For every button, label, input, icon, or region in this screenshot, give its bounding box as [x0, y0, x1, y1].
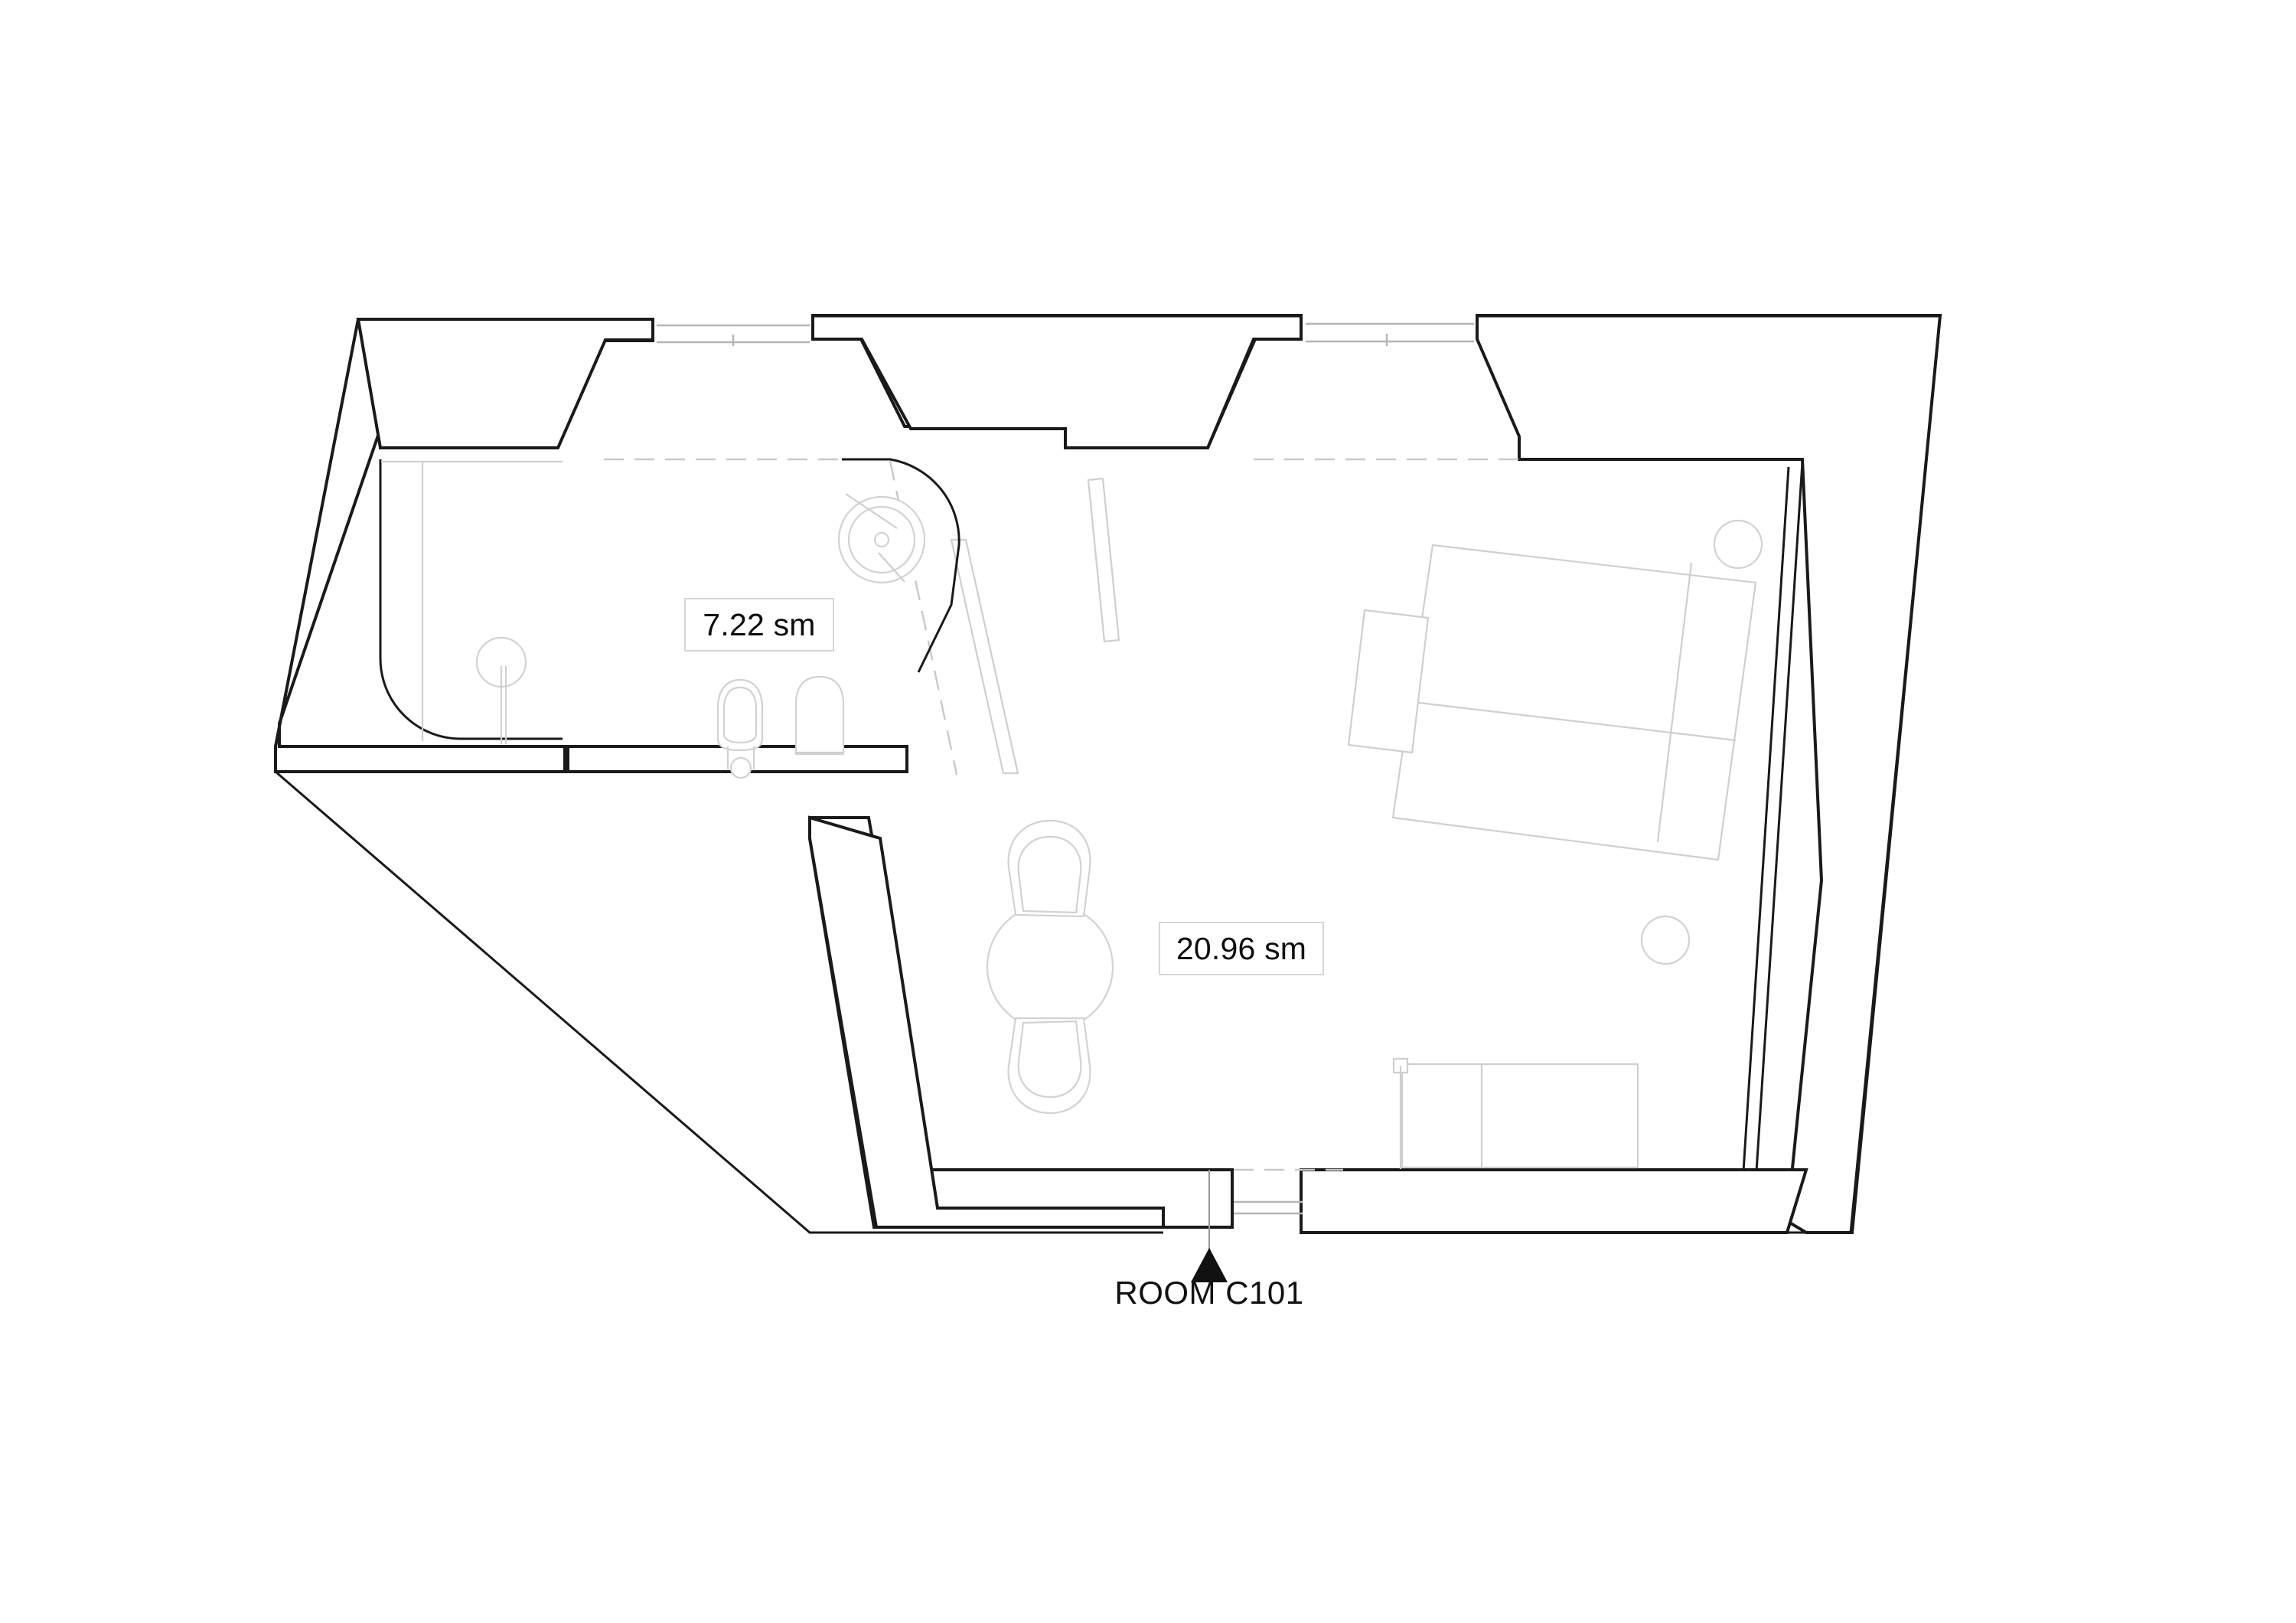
wall-south-left	[808, 815, 1165, 1229]
wall-south-right	[1300, 1168, 1808, 1234]
wall-east-inner-line	[1742, 466, 1790, 1172]
washbasin-icon	[837, 493, 926, 584]
room-boundary-group	[604, 458, 1519, 1171]
envelope-outline-group	[274, 315, 1942, 1234]
wall-group	[274, 314, 1942, 1234]
triangle-up-marker	[1191, 1248, 1228, 1282]
bathroom-fixtures-group	[381, 458, 960, 779]
armchair-lower	[1007, 1017, 1091, 1115]
wall-bathroom-west-curve	[379, 459, 563, 740]
window-bedroom-north	[1306, 322, 1474, 346]
wall-north-middle-plate	[811, 314, 1303, 449]
area-label-bedroom: 20.96 sm	[1159, 922, 1324, 975]
door-entry-south	[1234, 1200, 1303, 1215]
bidet-icon	[794, 675, 845, 756]
room-tag-group	[1191, 1170, 1228, 1282]
round-table	[986, 903, 1114, 1031]
door-bathroom-sliding	[950, 538, 1019, 775]
shower-partition-curve	[842, 458, 960, 673]
lamp-upper-right	[1713, 519, 1763, 570]
envelope-outer	[274, 315, 1942, 1234]
wall-top-left-plate	[356, 318, 654, 449]
mirror-panel	[1087, 477, 1120, 643]
wall-east-glazing-line	[1755, 462, 1804, 1172]
armchair-upper	[1007, 819, 1091, 918]
shower-drain-icon	[475, 636, 527, 744]
window-group	[657, 322, 1474, 346]
lamp-lower-right	[1640, 915, 1691, 965]
toilet-icon	[716, 678, 764, 779]
room-boundary-bathroom-door	[889, 460, 958, 776]
room-tag-label: ROOM C101	[1114, 1275, 1304, 1311]
bedroom-furniture-group	[986, 477, 1763, 1169]
window-bathroom-north	[657, 324, 810, 346]
nightstand-left	[1347, 609, 1430, 754]
area-label-bathroom: 7.22 sm	[684, 598, 834, 651]
double-bed	[1391, 544, 1757, 861]
desk-credenza	[1392, 1057, 1639, 1169]
